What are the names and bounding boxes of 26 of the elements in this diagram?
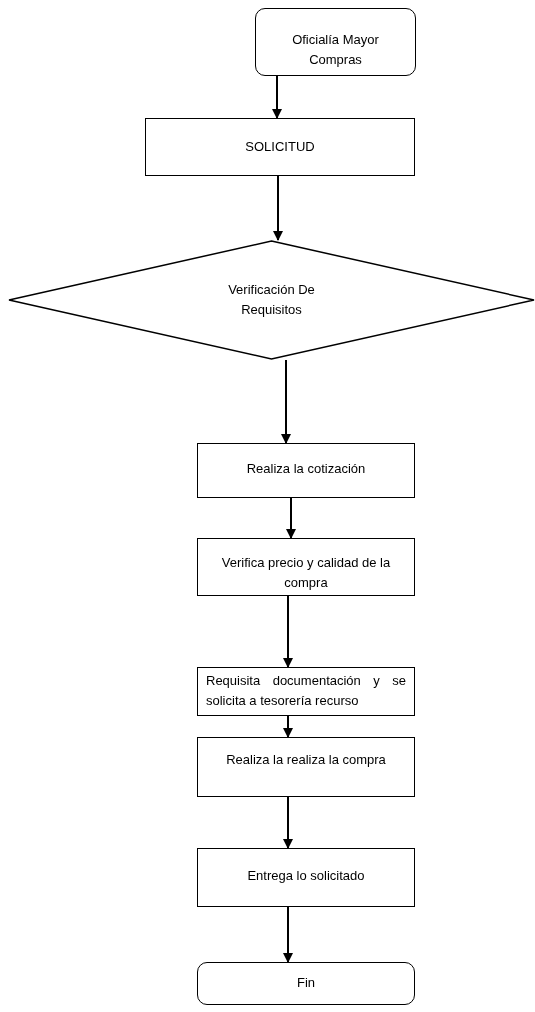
terminator-box	[197, 962, 415, 1005]
node-text: SOLICITUD	[245, 138, 315, 156]
node-text: Entrega lo solicitado	[247, 867, 365, 885]
node-text: Verifica precio y calidad de la compra	[220, 554, 392, 592]
process-box	[197, 443, 415, 498]
process-box	[197, 848, 415, 907]
terminator-box	[255, 8, 416, 76]
process-box	[145, 118, 415, 176]
process-box	[197, 737, 415, 797]
node-text: Fin	[296, 974, 316, 992]
process-box	[197, 667, 415, 716]
arrow	[286, 497, 296, 539]
arrow	[281, 359, 291, 444]
arrow	[283, 796, 293, 849]
node-text: Realiza la realiza la compra	[226, 751, 386, 769]
node-text: Verificación De Requisitos	[227, 281, 316, 319]
arrow	[283, 715, 293, 738]
arrow	[283, 906, 293, 963]
arrow	[273, 175, 283, 241]
node-text: Oficialía Mayor Compras	[291, 31, 380, 69]
arrow	[272, 75, 282, 119]
node-text: Realiza la cotización	[246, 460, 366, 478]
decision-diamond	[8, 240, 535, 360]
arrow	[283, 595, 293, 668]
process-box	[197, 538, 415, 596]
node-text: Requisita documentación y se solicita a tesorería recurso	[206, 672, 406, 710]
